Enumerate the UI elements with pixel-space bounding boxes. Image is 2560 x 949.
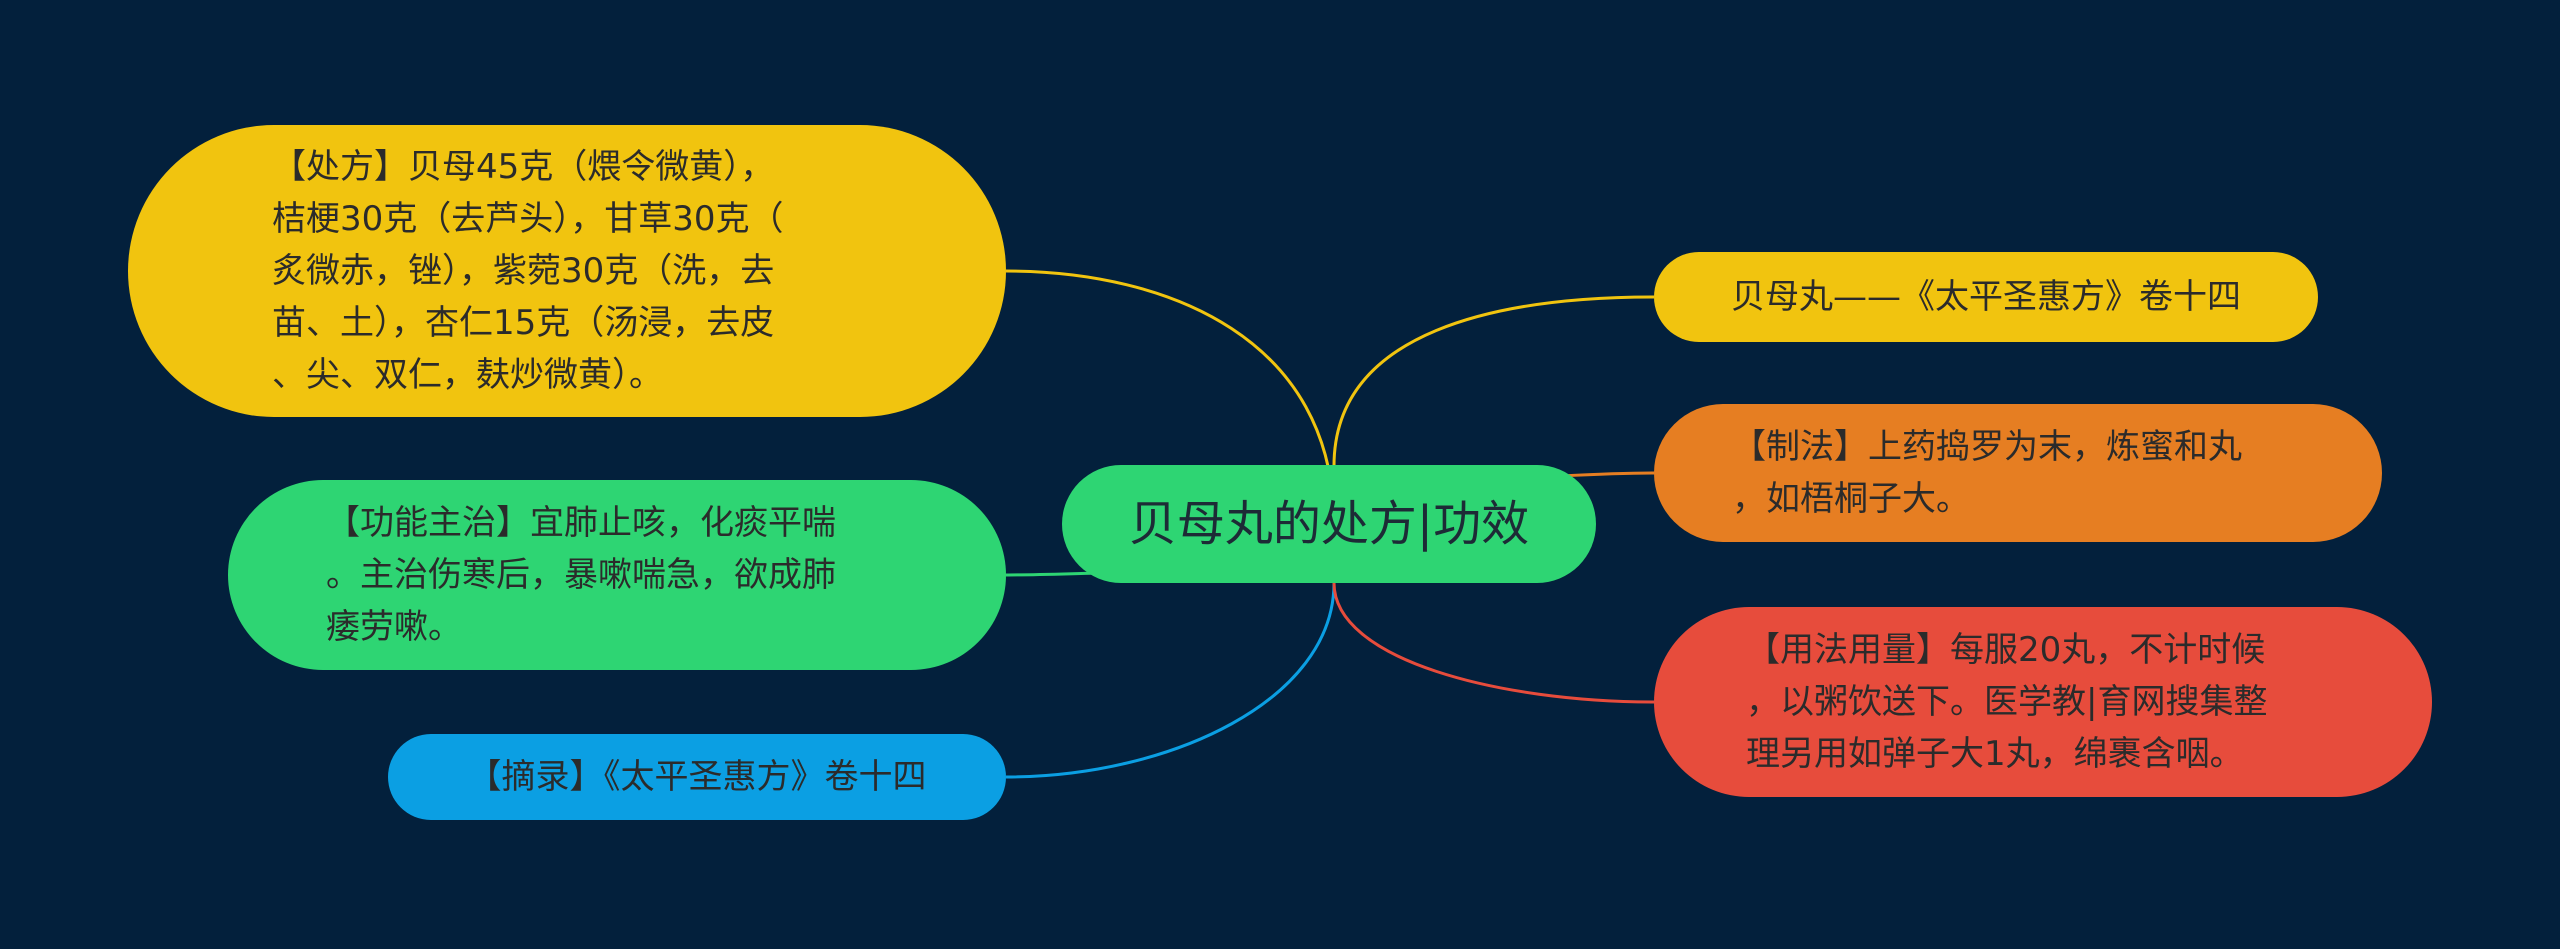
node-dosage[interactable]: 【用法用量】每服20丸，不计时候 ，以粥饮送下。医学教|育网搜集整 理另用如弹子…: [1654, 607, 2432, 797]
link-zhifa: [1559, 471, 1655, 478]
node-preparation-text: 【制法】上药捣罗为末，炼蜜和丸 ，如梧桐子大。: [1732, 427, 2242, 519]
node-prescription-text: 【处方】贝母45克（煨令微黄）， 桔梗30克（去芦头），甘草30克（ 炙微赤，锉…: [272, 147, 784, 395]
node-excerpt-text: 【摘录】《太平圣惠方》卷十四: [467, 757, 927, 797]
node-source-title-text: 贝母丸——《太平圣惠方》卷十四: [1731, 277, 2241, 317]
center-node[interactable]: 贝母丸的处方|功效: [1062, 465, 1596, 583]
node-prescription[interactable]: 【处方】贝母45克（煨令微黄）， 桔梗30克（去芦头），甘草30克（ 炙微赤，锉…: [128, 125, 1006, 417]
link-title: [1332, 295, 1655, 467]
link-zhailu: [1005, 582, 1336, 779]
link-gongneng: [1005, 571, 1101, 577]
node-dosage-text: 【用法用量】每服20丸，不计时候 ，以粥饮送下。医学教|育网搜集整 理另用如弹子…: [1746, 630, 2268, 774]
node-source-title[interactable]: 贝母丸——《太平圣惠方》卷十四: [1654, 252, 2318, 342]
link-chufang: [1005, 269, 1336, 525]
link-yongfa: [1332, 582, 1655, 704]
node-preparation[interactable]: 【制法】上药捣罗为末，炼蜜和丸 ，如梧桐子大。: [1654, 404, 2382, 542]
node-function[interactable]: 【功能主治】宜肺止咳，化痰平喘 。主治伤寒后，暴嗽喘急，欲成肺 痿劳嗽。: [228, 480, 1006, 670]
center-title: 贝母丸的处方|功效: [1128, 496, 1530, 552]
node-function-text: 【功能主治】宜肺止咳，化痰平喘 。主治伤寒后，暴嗽喘急，欲成肺 痿劳嗽。: [326, 503, 836, 647]
node-excerpt[interactable]: 【摘录】《太平圣惠方》卷十四: [388, 734, 1006, 820]
